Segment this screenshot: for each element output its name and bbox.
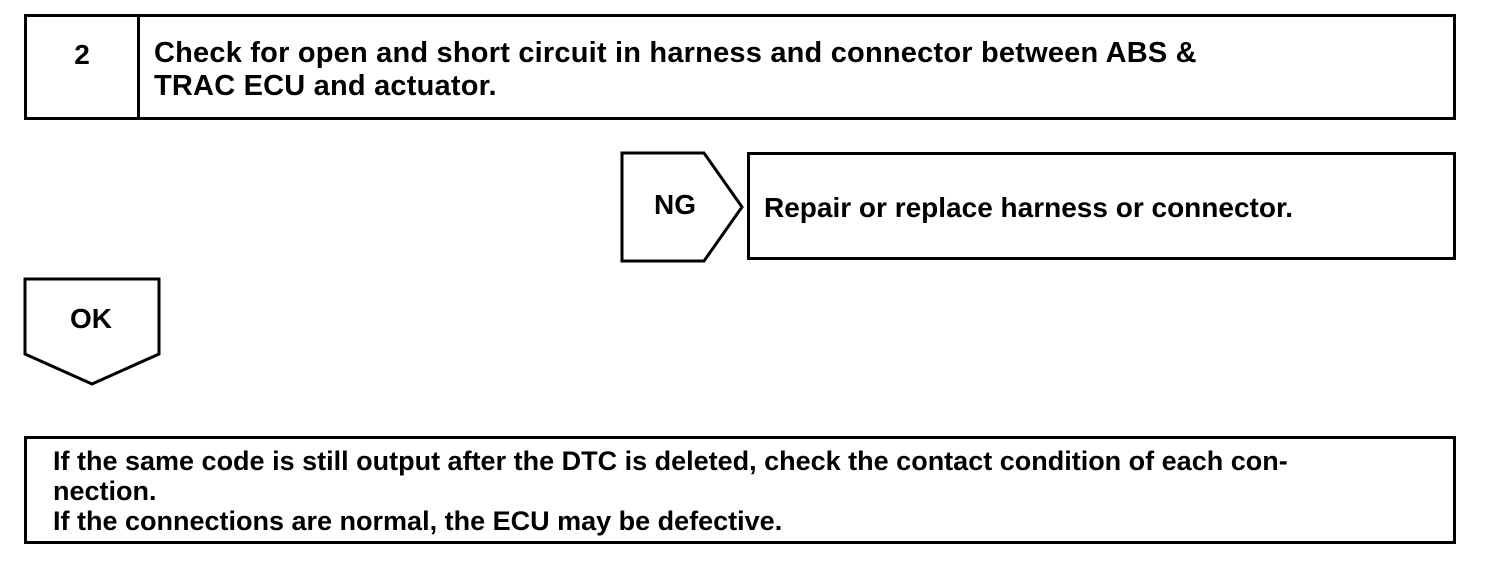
ng-arrow-shape (620, 151, 744, 263)
note-line3: If the connections are normal, the ECU m… (53, 506, 783, 536)
step-title-line2: TRAC ECU and actuator. (154, 70, 497, 102)
step-title-line1: Check for open and short circuit in harn… (154, 37, 1197, 69)
ok-label: OK (70, 303, 112, 334)
step-title: Check for open and short circuit in harn… (140, 17, 1453, 117)
note-line1: If the same code is still output after t… (53, 446, 1288, 476)
ok-arrow-shape (23, 277, 161, 386)
ng-action-box: Repair or replace harness or connector. (747, 152, 1456, 260)
step-header-box: 2 Check for open and short circuit in ha… (24, 14, 1456, 120)
step-number: 2 (27, 17, 140, 117)
note-box: If the same code is still output after t… (24, 436, 1456, 544)
ng-action-text: Repair or replace harness or connector. (764, 192, 1294, 223)
ng-label: NG (654, 189, 696, 220)
note-line2: nection. (53, 476, 157, 506)
